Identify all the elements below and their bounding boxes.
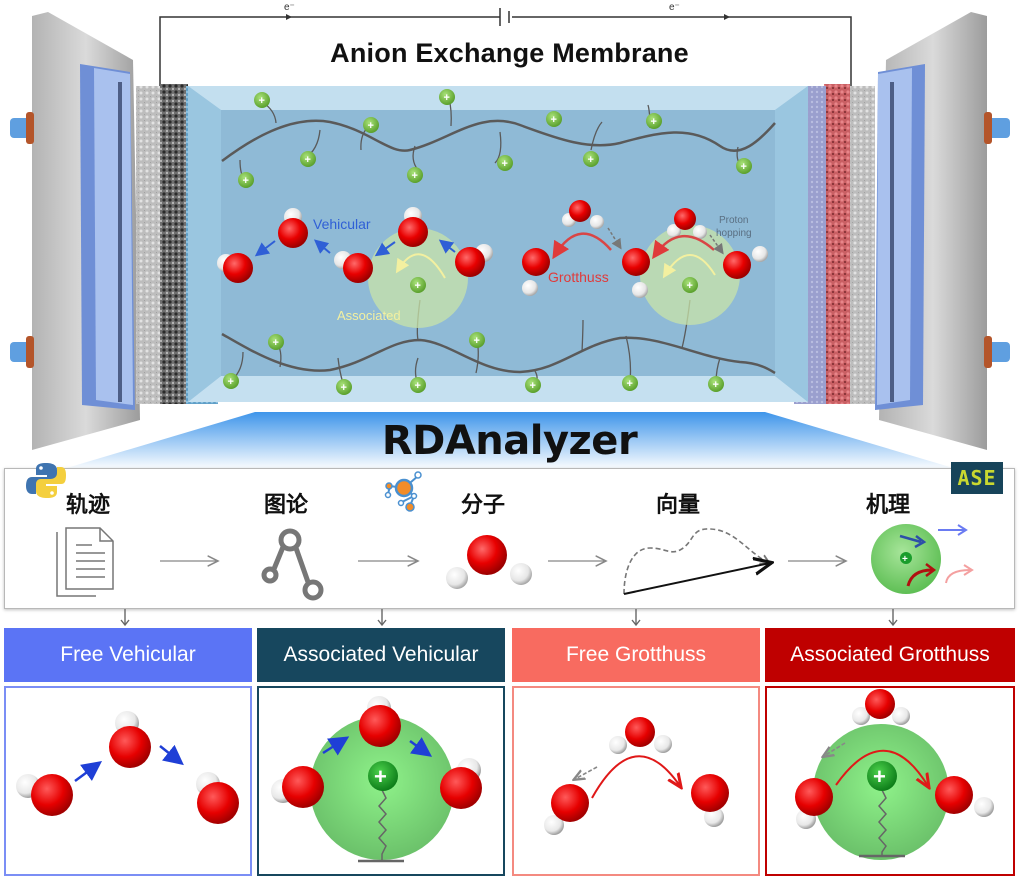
svg-text:+: + bbox=[444, 92, 450, 104]
svg-text:+: + bbox=[651, 116, 657, 128]
panel-title: Free Grotthuss bbox=[565, 643, 707, 666]
svg-text:+: + bbox=[415, 380, 421, 392]
svg-text:+: + bbox=[588, 154, 594, 166]
right-electron-label: e⁻ bbox=[669, 2, 680, 13]
cathode-catalyst-layer bbox=[824, 84, 850, 404]
membrane-title: Anion Exchange Membrane bbox=[330, 38, 689, 68]
left-electron-label: e⁻ bbox=[284, 2, 295, 13]
pipeline-icons: + bbox=[56, 524, 974, 601]
panel-title: Associated Grotthuss bbox=[790, 643, 990, 666]
associated-label: Associated bbox=[337, 308, 401, 323]
step-label-mechanism: 机理 bbox=[866, 493, 911, 518]
free-vehicular-illustration bbox=[16, 711, 239, 824]
tool-title: RDAnalyzer bbox=[381, 418, 638, 464]
water-molecules-vehicular bbox=[217, 207, 493, 283]
associated-grotthuss-illustration: + bbox=[795, 689, 994, 860]
external-circuit bbox=[159, 8, 852, 88]
analysis-beam bbox=[60, 412, 960, 470]
analysis-pipeline bbox=[4, 468, 1015, 609]
panel-title: Associated Vehicular bbox=[283, 643, 479, 666]
svg-text:+: + bbox=[273, 337, 279, 349]
svg-text:+: + bbox=[415, 280, 421, 292]
anode-catalyst-layer bbox=[160, 84, 188, 404]
svg-text:+: + bbox=[412, 170, 418, 182]
svg-text:+: + bbox=[902, 554, 908, 565]
down-arrows bbox=[120, 609, 898, 627]
panel-title: Free Vehicular bbox=[60, 643, 196, 666]
free-grotthuss-illustration bbox=[544, 717, 729, 835]
document-icon bbox=[56, 527, 114, 597]
svg-text:+: + bbox=[341, 382, 347, 394]
svg-text:+: + bbox=[243, 175, 249, 187]
right-end-plate bbox=[875, 12, 1010, 450]
proton-hopping-label-line2: hopping bbox=[716, 228, 752, 239]
svg-text:+: + bbox=[474, 335, 480, 347]
grotthuss-label: Grotthuss bbox=[548, 269, 609, 285]
svg-text:+: + bbox=[368, 120, 374, 132]
svg-text:+: + bbox=[741, 161, 747, 173]
associated-solvation-sphere bbox=[640, 225, 740, 325]
outlet-port-icon bbox=[988, 342, 1010, 362]
polymer-backbone-top bbox=[221, 119, 776, 163]
vector-path-icon bbox=[623, 528, 770, 595]
vehicular-label: Vehicular bbox=[313, 216, 371, 232]
ase-logo-icon: ASE bbox=[951, 462, 1003, 494]
mechanism-sphere-icon: + bbox=[871, 524, 974, 594]
svg-text:+: + bbox=[502, 158, 508, 170]
panel-header-associated-grotthuss: Associated Grotthuss bbox=[765, 628, 1015, 682]
network-logo-icon bbox=[384, 471, 422, 512]
polymer-backbone-bottom bbox=[221, 332, 776, 375]
cation-group-icon: + bbox=[682, 277, 698, 293]
step-label-trajectory: 轨迹 bbox=[66, 493, 111, 518]
cation-group-icons: + + + + + + + + + + + bbox=[238, 89, 752, 188]
panel-header-associated-vehicular: Associated Vehicular bbox=[257, 628, 505, 682]
panel-header-free-vehicular: Free Vehicular bbox=[4, 628, 252, 682]
svg-text:+: + bbox=[873, 764, 886, 789]
gas-diffusion-layer bbox=[136, 86, 164, 404]
associated-vehicular-illustration: + bbox=[271, 696, 482, 863]
svg-text:+: + bbox=[687, 280, 693, 292]
proton-hopping-label-line1: Proton bbox=[719, 215, 748, 226]
water-molecule-icon bbox=[446, 535, 532, 589]
step-label-molecule: 分子 bbox=[461, 493, 506, 518]
graph-icon bbox=[261, 528, 324, 601]
svg-text:+: + bbox=[551, 114, 557, 126]
cation-group-icons-bottom: + + + + + + + + bbox=[223, 332, 724, 395]
svg-text:+: + bbox=[305, 154, 311, 166]
svg-text:+: + bbox=[627, 378, 633, 390]
panel-header-free-grotthuss: Free Grotthuss bbox=[512, 628, 760, 682]
svg-text:+: + bbox=[713, 379, 719, 391]
membrane-illustration: e⁻ e⁻ bbox=[10, 2, 1010, 470]
cation-group-icon: + bbox=[410, 277, 426, 293]
svg-text:+: + bbox=[530, 380, 536, 392]
step-label-vector: 向量 bbox=[656, 493, 701, 518]
svg-text:+: + bbox=[374, 764, 387, 789]
inlet-port-icon bbox=[988, 118, 1010, 138]
step-label-graph-theory: 图论 bbox=[264, 493, 309, 518]
svg-text:+: + bbox=[259, 95, 265, 107]
python-logo-icon bbox=[26, 463, 66, 498]
water-molecules-grotthuss bbox=[522, 200, 768, 298]
svg-text:+: + bbox=[228, 376, 234, 388]
membrane-box bbox=[188, 86, 808, 402]
mechanism-illustrations: + + bbox=[16, 689, 994, 863]
left-end-plate bbox=[10, 12, 140, 450]
